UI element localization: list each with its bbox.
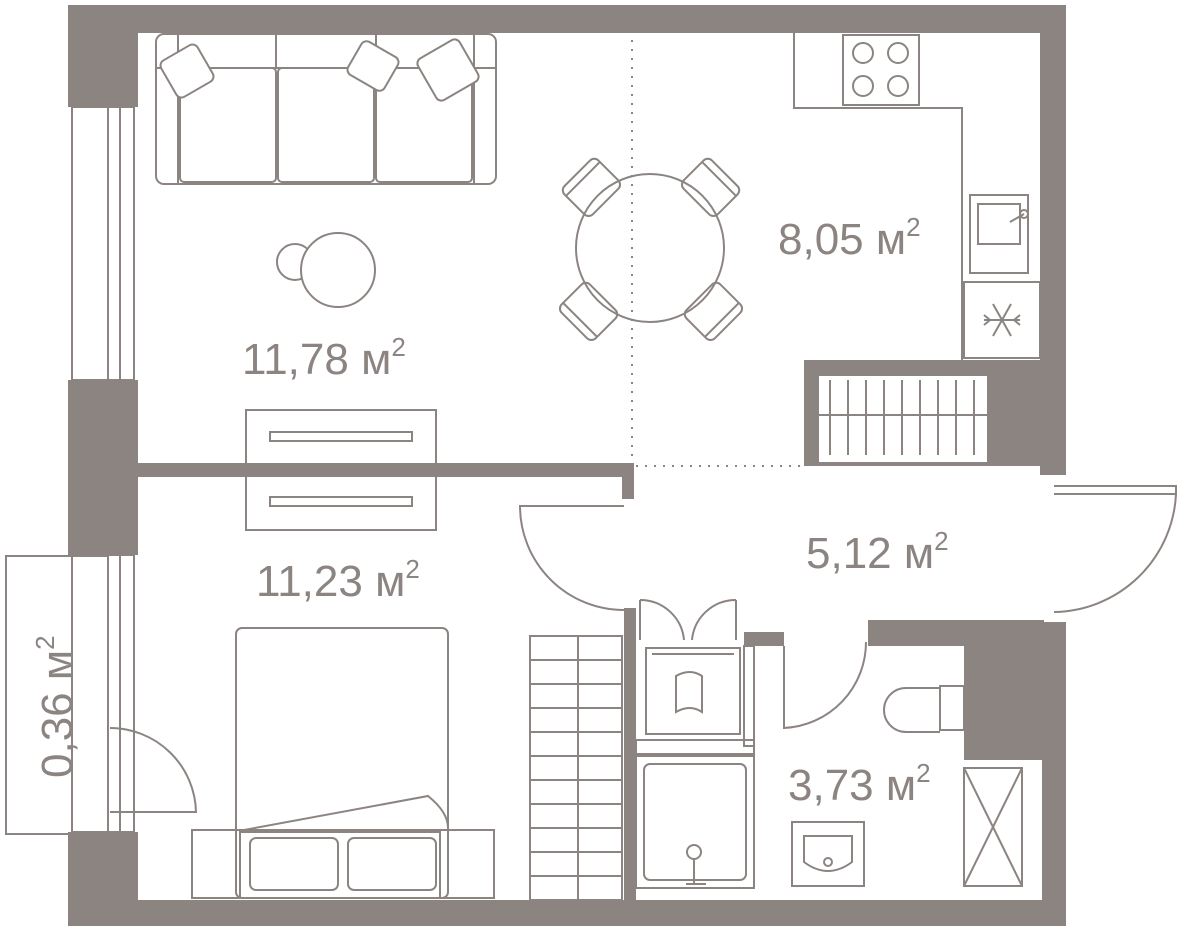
hall-area: 5,12 м2 <box>806 526 949 578</box>
wall-right-lower <box>1042 622 1066 922</box>
washbasin-icon <box>791 821 865 887</box>
wall-bottom <box>68 900 1066 926</box>
fridge-snowflake-icon <box>963 281 1041 359</box>
bedroom-area: 11,23 м2 <box>256 554 420 606</box>
bed-icon <box>191 627 495 899</box>
shower-icon <box>635 755 755 889</box>
wall-left-middle <box>68 380 138 555</box>
armchair-icon <box>276 232 376 308</box>
dresser <box>245 409 437 531</box>
sofa-icon <box>155 33 497 185</box>
chair-icon <box>558 157 744 342</box>
installation-box <box>963 767 1023 887</box>
washing-machine-icon <box>645 647 741 735</box>
sink-icon <box>969 194 1029 274</box>
wardrobe-icon <box>529 635 623 901</box>
toilet-icon <box>883 685 965 733</box>
balcony <box>5 555 109 835</box>
wardrobe-icon <box>818 380 988 455</box>
door-swing-icon <box>518 485 1177 730</box>
kitchen-area: 8,05 м2 <box>778 212 921 264</box>
wall-right-upper <box>1040 5 1066 475</box>
door-swing-icon <box>109 727 198 813</box>
kitchen-counter <box>793 33 963 360</box>
pillow-icon <box>159 38 480 102</box>
living-room-area: 11,78 м2 <box>242 332 406 384</box>
stove-icon <box>842 34 920 106</box>
outer-walls <box>68 5 1066 926</box>
zone-separators <box>631 40 806 467</box>
wall-top <box>68 5 1066 33</box>
wall-left-top <box>68 5 138 107</box>
wall-left-bottom <box>68 832 138 926</box>
dining-table-icon <box>575 173 725 323</box>
balcony-area: 0,36 м2 <box>30 635 82 778</box>
bathroom-area: 3,73 м2 <box>788 758 931 810</box>
